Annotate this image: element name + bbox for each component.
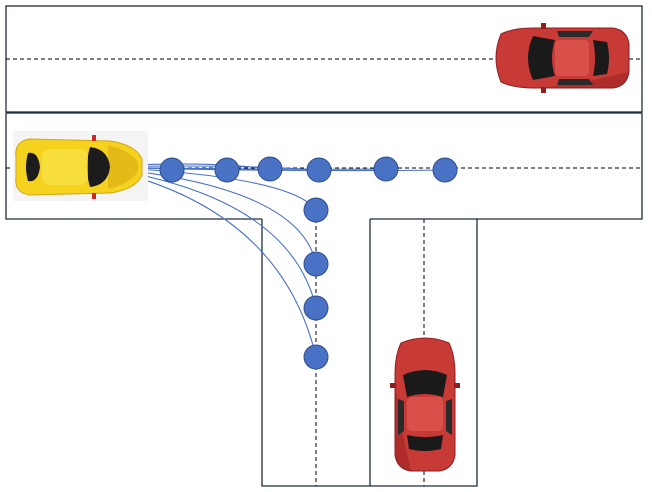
waypoints xyxy=(159,156,458,370)
vehicle-rear-window xyxy=(407,435,443,451)
vehicle-rear-window xyxy=(593,40,609,76)
waypoint xyxy=(257,156,283,182)
vehicle-shading xyxy=(543,72,629,88)
waypoint xyxy=(303,344,329,370)
vehicle-mirror xyxy=(541,23,546,29)
vehicle-rear-window xyxy=(26,152,40,182)
road-network xyxy=(5,5,643,487)
vehicle-mirror xyxy=(454,383,460,388)
waypoint xyxy=(432,157,458,183)
waypoint xyxy=(303,197,329,223)
waypoint xyxy=(214,157,240,183)
red-sedan-icon xyxy=(495,23,630,93)
vehicle-windshield xyxy=(87,147,110,187)
vehicle-windshield xyxy=(403,370,447,397)
vehicle-hood-shading xyxy=(108,145,138,189)
main-road-lower-lane-boundary xyxy=(5,113,643,220)
vehicle-side-window xyxy=(398,399,404,435)
vehicle-side-window xyxy=(557,31,593,37)
vehicle-side-window xyxy=(557,79,593,85)
vehicle-shading xyxy=(395,385,411,471)
vehicle-roof xyxy=(555,40,589,76)
vehicle-side-window xyxy=(446,399,452,435)
waypoint xyxy=(303,295,329,321)
waypoint xyxy=(303,251,329,277)
waypoint xyxy=(373,156,399,182)
vehicle-roof xyxy=(407,397,443,431)
waypoint xyxy=(159,157,185,183)
vehicle-windshield xyxy=(528,36,555,80)
vehicle-mirror xyxy=(92,193,96,199)
candidate-trajectories xyxy=(95,163,446,358)
waypoint xyxy=(306,157,332,183)
vehicle-mirror xyxy=(92,135,96,141)
yellow-sports-car-icon xyxy=(13,131,148,201)
vehicle-mirror xyxy=(541,87,546,93)
vehicle-roof xyxy=(42,149,88,185)
vehicle-mirror xyxy=(390,383,396,388)
red-sedan-icon xyxy=(390,337,460,472)
